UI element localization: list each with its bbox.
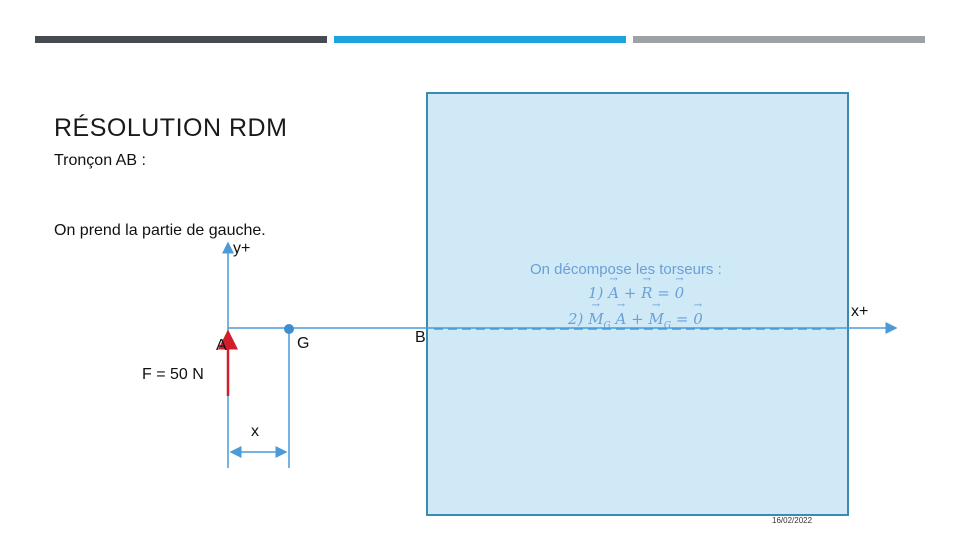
eq1-vector-zero: 0 — [675, 284, 685, 302]
decomposition-box — [426, 92, 849, 516]
eq1-number: 1) — [588, 284, 604, 302]
eq2-sub-1: G — [603, 321, 611, 331]
eq1-vector-r: R — [641, 284, 652, 302]
header-bar-gray — [633, 36, 925, 43]
eq1-plus: + — [623, 284, 637, 302]
box-heading: On décompose les torseurs : — [530, 261, 722, 278]
eq2-equals: = — [675, 310, 689, 328]
eq2-sub-2: G — [663, 321, 672, 331]
eq2-vector-zero: 0 — [693, 310, 703, 328]
point-b-label: B — [415, 329, 426, 346]
eq1-vector-a: A — [608, 284, 619, 302]
page-title: RÉSOLUTION RDM — [54, 114, 288, 142]
eq2-vector-a: A — [616, 310, 627, 328]
eq2-plus: + — [631, 310, 644, 328]
equation-2: 2) MG A + MG = 0 — [568, 310, 703, 331]
header-bar-blue — [334, 36, 626, 43]
eq2-number: 2) — [568, 310, 584, 328]
point-g-label: G — [297, 335, 310, 352]
section-subtitle: Tronçon AB : — [54, 152, 146, 169]
eq2-moment-2: M — [649, 310, 664, 328]
point-g-dot — [284, 324, 294, 334]
eq1-equals: = — [657, 284, 670, 302]
instruction-note: On prend la partie de gauche. — [54, 222, 266, 239]
equation-1: 1) A + R = 0 — [588, 284, 684, 302]
point-a-label: A — [216, 337, 227, 354]
distance-label: x — [251, 423, 259, 440]
force-label: F = 50 N — [142, 366, 204, 383]
eq2-moment-1: M — [588, 310, 603, 328]
y-axis-label: y+ — [233, 240, 251, 257]
slide-date: 16/02/2022 — [772, 516, 813, 525]
header-bar-dark — [35, 36, 327, 43]
x-axis-label: x+ — [851, 303, 869, 320]
